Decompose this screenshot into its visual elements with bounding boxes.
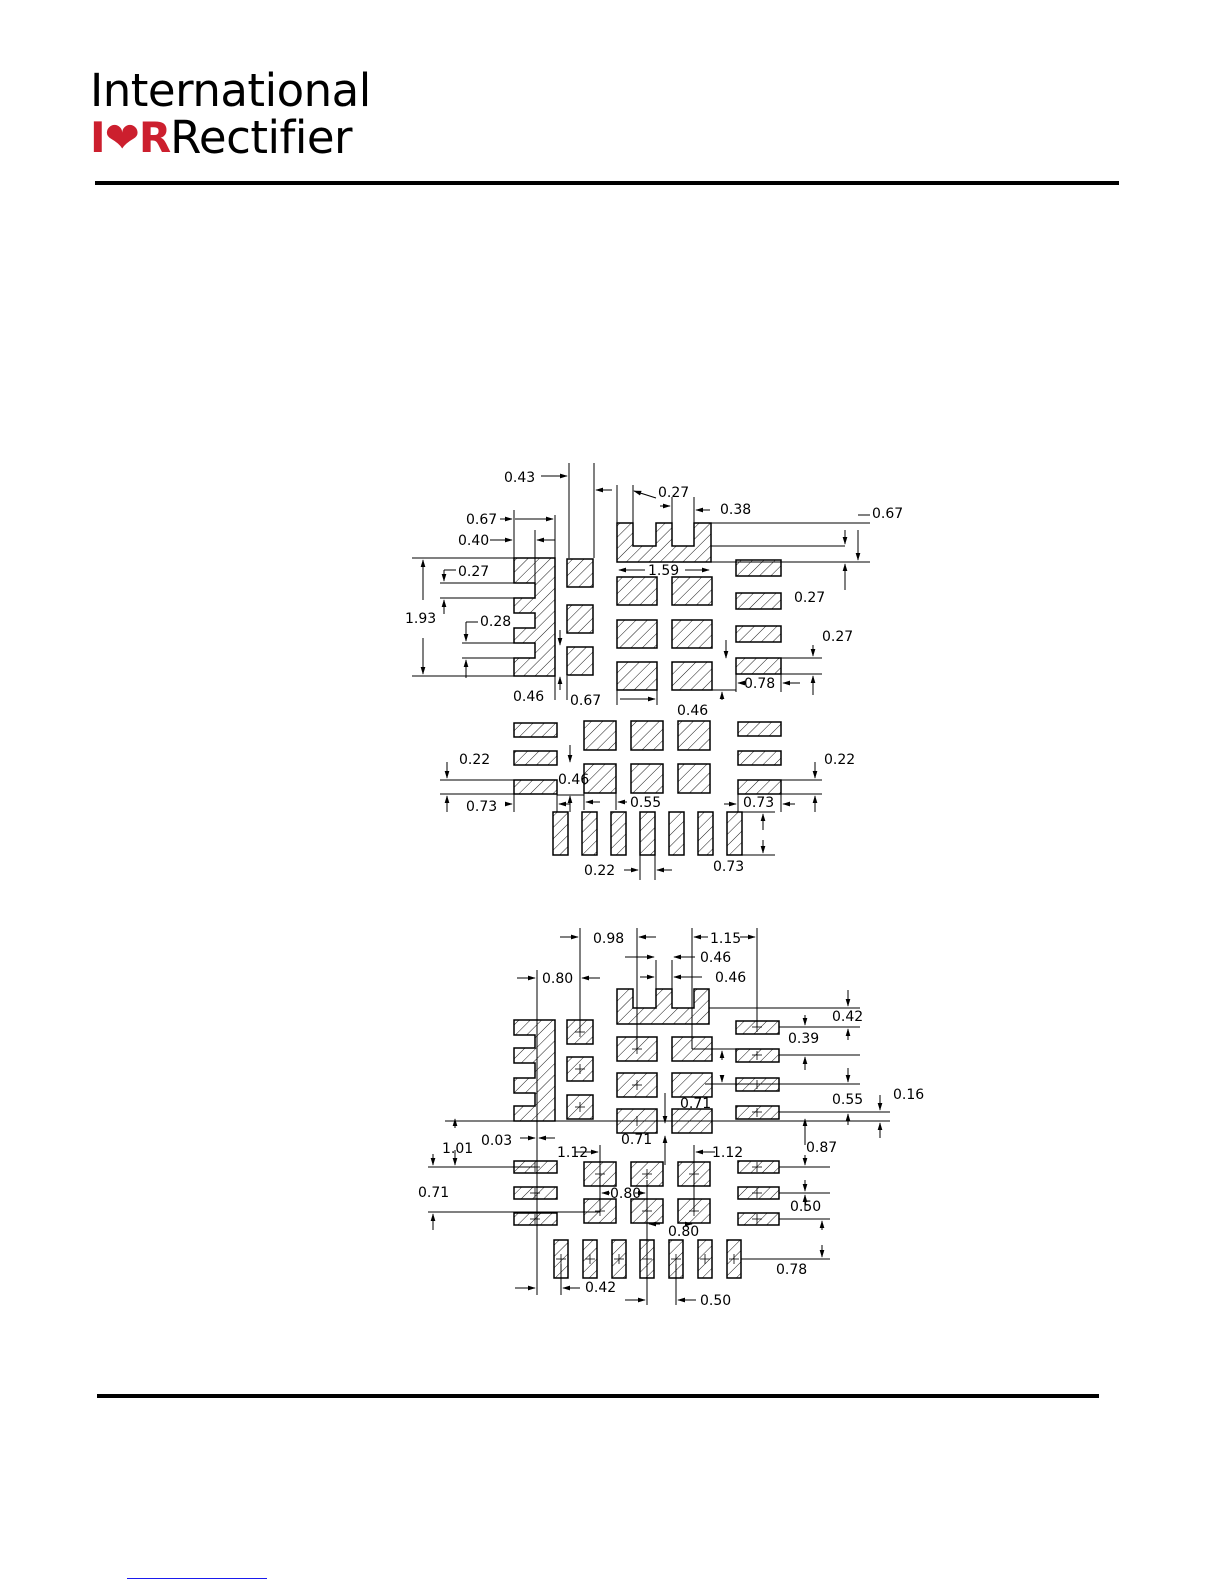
dim-label: 0.22: [824, 752, 855, 768]
dim-label: 0.80: [610, 1186, 641, 1202]
footer-link-underline[interactable]: [127, 1578, 267, 1579]
top-comb-pad-2: [617, 989, 709, 1024]
bottom-dimension-lines: [428, 928, 890, 1305]
dim-label: 0.40: [458, 533, 489, 549]
dim-label: 0.71: [621, 1132, 652, 1148]
dim-label: 0.27: [822, 629, 853, 645]
dim-label: 0.46: [715, 970, 746, 986]
dim-label: 0.73: [743, 795, 774, 811]
dim-label: 1.01: [442, 1141, 473, 1157]
dim-label: 0.71: [418, 1185, 449, 1201]
dim-label: 0.46: [700, 950, 731, 966]
left-comb-pad-2: [514, 1020, 555, 1121]
dim-label: 0.73: [466, 799, 497, 815]
dim-label: 0.28: [480, 614, 511, 630]
dim-label: 0.46: [677, 703, 708, 719]
dim-label: 0.78: [776, 1262, 807, 1278]
dim-label: 0.16: [893, 1087, 924, 1103]
dim-label: 0.55: [832, 1092, 863, 1108]
dim-label: 0.98: [593, 931, 624, 947]
dim-label: 1.93: [405, 611, 436, 627]
dim-label: 0.87: [806, 1140, 837, 1156]
dim-label: 0.22: [584, 863, 615, 879]
dim-label: 0.46: [558, 772, 589, 788]
dim-label: 0.39: [788, 1031, 819, 1047]
dim-label: 1.12: [557, 1145, 588, 1161]
dim-label: 0.38: [720, 502, 751, 518]
dim-label: 0.80: [668, 1224, 699, 1240]
dim-label: 0.42: [585, 1280, 616, 1296]
dim-label: 0.42: [832, 1009, 863, 1025]
dim-label: 1.59: [648, 563, 679, 579]
dim-label: 0.50: [700, 1293, 731, 1309]
dim-label: 0.46: [513, 689, 544, 705]
footer-divider: [97, 1394, 1099, 1398]
dim-label: 1.15: [710, 931, 741, 947]
dim-label: 0.67: [466, 512, 497, 528]
dim-label: 0.67: [570, 693, 601, 709]
dim-label: 0.27: [794, 590, 825, 606]
dim-label: 0.71: [680, 1096, 711, 1112]
dim-label: 0.73: [713, 859, 744, 875]
dim-label: 0.43: [504, 470, 535, 486]
dim-label: 0.67: [872, 506, 903, 522]
dim-label: 0.55: [630, 795, 661, 811]
dim-label: 0.27: [458, 564, 489, 580]
dim-label: 0.03: [481, 1133, 512, 1149]
dim-label: 0.22: [459, 752, 490, 768]
dim-label: 1.12: [712, 1145, 743, 1161]
top-comb-pad: [617, 523, 711, 562]
dim-label: 0.50: [790, 1199, 821, 1215]
dim-label: 0.27: [658, 485, 689, 501]
dim-label: 0.78: [744, 676, 775, 692]
dim-label: 0.80: [542, 971, 573, 987]
